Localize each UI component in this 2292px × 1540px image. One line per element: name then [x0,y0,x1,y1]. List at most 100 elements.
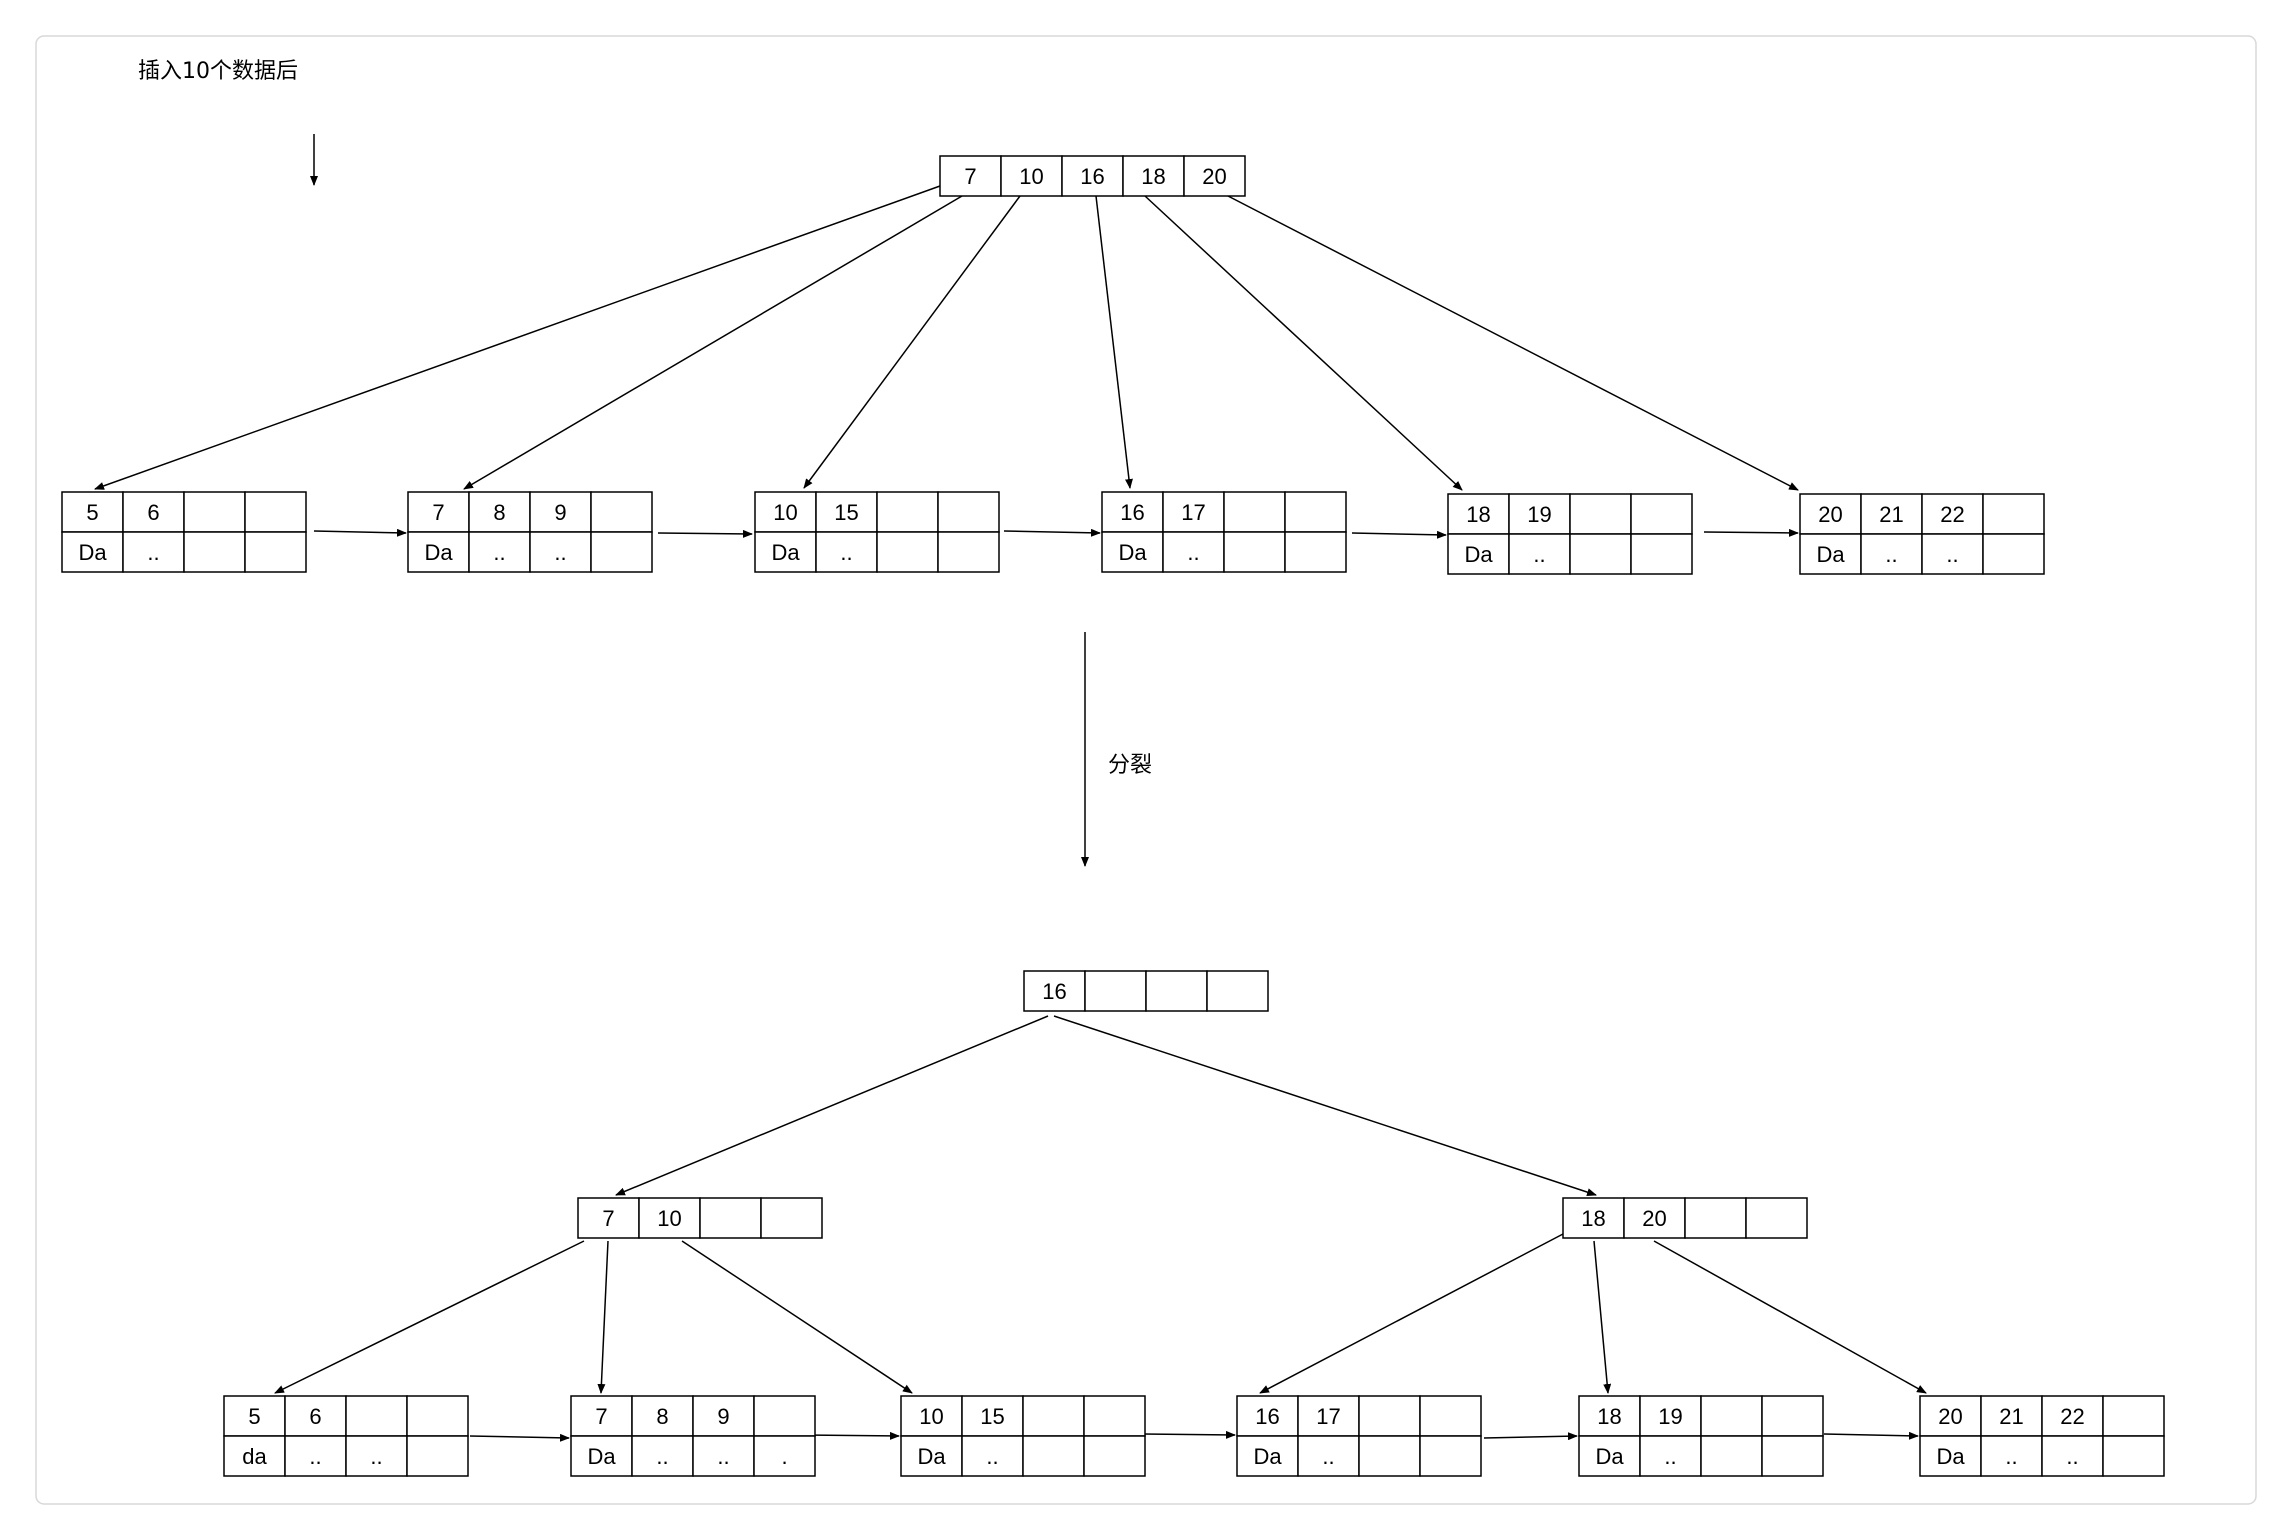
after-leaf-5-key-text-1: 18 [1597,1404,1621,1429]
before-leaf-5-data-text-1: Da [1464,542,1493,567]
after-leaf-5-data-text-2: .. [1664,1444,1676,1469]
before-leaf-6-key-text-1: 20 [1818,502,1842,527]
before-leaf-6-data-cell-4 [1982,533,2045,575]
after-leaf-5-key-cell-4 [1761,1395,1824,1437]
before-leaf-6-key-cell-2 [1860,493,1923,535]
before-leaf-link-1 [313,528,407,537]
before-leaf-6-key-cell-3 [1921,493,1984,535]
after-leaf-2-key-text-3: 9 [717,1404,729,1429]
after-leaf-6-data-text-3: .. [2066,1444,2078,1469]
after-leaf-4-key-cell-2 [1297,1395,1360,1437]
after-leaf-4-data-text-1: Da [1253,1444,1282,1469]
after-leaf-2-data-text-4: . [781,1444,787,1469]
before-leaf-5-key-cell-2 [1508,493,1571,535]
before-root-node-key-text-1: 7 [964,164,976,189]
after-leaf-2-data-text-1: Da [587,1444,616,1469]
before-leaf-6-key-text-2: 21 [1879,502,1903,527]
after-leaf-1-key-cell-2 [284,1395,347,1437]
before-leaf-3-key-cell-4 [937,491,1000,533]
after-leaf-6-key-cell-2 [1980,1395,2043,1437]
before-leaf-2-key-cell-4 [590,491,653,533]
after-root-node-key-cell-2 [1084,970,1147,1012]
after-leaf-5-data-cell-2 [1639,1435,1702,1477]
before-leaf-2-key-text-1: 7 [432,500,444,525]
after-leaf-1-key-cell-1 [223,1395,286,1437]
after-leaf-4-data-text-2: .. [1322,1444,1334,1469]
after-leaf-6-key-cell-1 [1919,1395,1982,1437]
after-internal-1-key-cell-1 [577,1197,640,1239]
after-leaf-1-data-cell-2 [284,1435,347,1477]
before-leaf-6-data-text-2: .. [1885,542,1897,567]
before-pointer-5 [1144,195,1463,491]
after-leaf-1-data-cell-1 [223,1435,286,1477]
after-internal1-pointer-3 [681,1240,913,1394]
before-leaf-6-data-cell-2 [1860,533,1923,575]
before-leaf-3-data-text-2: .. [840,540,852,565]
before-leaf-1-data-cell-1 [61,531,124,573]
after-leaf-3-key-text-1: 10 [919,1404,943,1429]
after-leaf-4-data-cell-2 [1297,1435,1360,1477]
before-leaf-4-data-cell-4 [1284,531,1347,573]
before-leaf-1-key-cell-1 [61,491,124,533]
after-leaf-1-data-text-1: da [242,1444,267,1469]
before-leaf-2-key-text-3: 9 [554,500,566,525]
after-leaf-6-key-text-1: 20 [1938,1404,1962,1429]
before-leaf-1-data-cell-2 [122,531,185,573]
before-leaf-2-key-cell-2 [468,491,531,533]
after-leaf-2-data-cell-1 [570,1435,633,1477]
after-root-pointer-2 [1053,1015,1597,1196]
before-leaf-1-data-cell-3 [183,531,246,573]
after-leaf-1-key-text-1: 5 [248,1404,260,1429]
before-pointer-3 [803,195,1021,489]
after-leaf-6-data-cell-1 [1919,1435,1982,1477]
after-leaf-6-data-text-2: .. [2005,1444,2017,1469]
before-root-node-key-text-5: 20 [1202,164,1226,189]
before-leaf-2-data-cell-1 [407,531,470,573]
before-leaf-2-key-cell-1 [407,491,470,533]
after-leaf-1-key-cell-4 [406,1395,469,1437]
after-leaf-2-key-cell-4 [753,1395,816,1437]
after-internal-2-key-cell-3 [1684,1197,1747,1239]
before-root-node-key-cell-4 [1122,155,1185,197]
before-leaf-5-key-text-2: 19 [1527,502,1551,527]
after-root-node-key-cell-4 [1206,970,1269,1012]
edges-layer [94,185,1927,1442]
after-leaf-1-data-cell-4 [406,1435,469,1477]
before-leaf-6-data-text-1: Da [1816,542,1845,567]
before-leaf-1-key-cell-3 [183,491,246,533]
after-leaf-6-key-text-2: 21 [1999,1404,2023,1429]
before-leaf-5-data-cell-4 [1630,533,1693,575]
before-leaf-1-key-text-2: 6 [147,500,159,525]
after-leaf-6-key-cell-3 [2041,1395,2104,1437]
after-root-node-key-cell-3 [1145,970,1208,1012]
before-leaf-5-data-cell-3 [1569,533,1632,575]
after-leaf-3-key-cell-1 [900,1395,963,1437]
after-internal-1-key-text-2: 10 [657,1206,681,1231]
after-leaf-3-data-text-2: .. [986,1444,998,1469]
before-leaf-3-data-cell-4 [937,531,1000,573]
after-internal-1-key-cell-2 [638,1197,701,1239]
after-leaf-3-data-cell-3 [1022,1435,1085,1477]
before-leaf-5-data-cell-1 [1447,533,1510,575]
after-leaf-1-data-text-2: .. [309,1444,321,1469]
before-leaf-5-key-text-1: 18 [1466,502,1490,527]
after-leaf-link-4 [1483,1432,1578,1441]
before-leaf-1-key-text-1: 5 [86,500,98,525]
before-leaf-2-data-cell-4 [590,531,653,573]
after-leaf-1-key-text-2: 6 [309,1404,321,1429]
after-leaf-4-key-cell-3 [1358,1395,1421,1437]
before-leaf-2-data-text-2: .. [493,540,505,565]
before-leaf-6-key-text-3: 22 [1940,502,1964,527]
after-leaf-link-3 [1139,1430,1236,1439]
after-leaf-link-5 [1823,1431,1919,1440]
after-leaf-6-data-text-1: Da [1936,1444,1965,1469]
